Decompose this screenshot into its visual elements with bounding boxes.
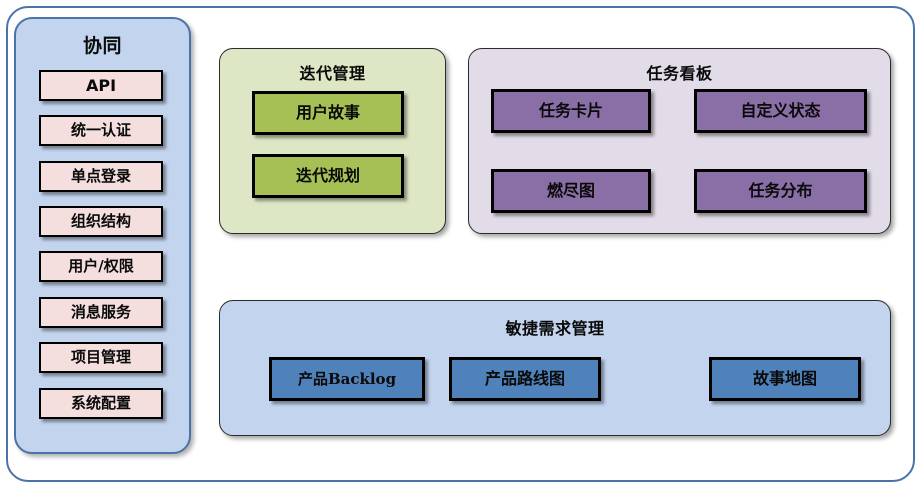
node-project-management[interactable]: 项目管理 (39, 342, 163, 373)
node-org-structure[interactable]: 组织结构 (39, 206, 163, 237)
group-collaboration-title: 协同 (82, 35, 122, 57)
group-collaboration: 协同 API 统一认证 单点登录 组织结构 用户/权限 消息服务 项目管理 系统… (14, 17, 191, 454)
group-iteration-management: 迭代管理 用户故事 迭代规划 (219, 48, 446, 234)
node-api[interactable]: API (39, 70, 163, 101)
node-iteration-planning[interactable]: 迭代规划 (252, 154, 404, 198)
node-custom-status[interactable]: 自定义状态 (694, 89, 867, 133)
node-user-story[interactable]: 用户故事 (252, 91, 404, 135)
node-burndown-chart[interactable]: 燃尽图 (491, 169, 651, 213)
group-task-board-title: 任务看板 (646, 64, 713, 83)
node-single-sign-on[interactable]: 单点登录 (39, 161, 163, 192)
node-story-map[interactable]: 故事地图 (709, 357, 861, 401)
node-unified-auth[interactable]: 统一认证 (39, 115, 163, 146)
node-product-backlog[interactable]: 产品Backlog (269, 357, 425, 401)
outer-frame (6, 6, 915, 482)
node-task-distribution[interactable]: 任务分布 (694, 169, 867, 213)
node-message-service[interactable]: 消息服务 (39, 297, 163, 328)
group-iteration-management-title: 迭代管理 (299, 64, 366, 83)
group-task-board: 任务看板 任务卡片 自定义状态 燃尽图 任务分布 (468, 48, 891, 234)
node-product-roadmap[interactable]: 产品路线图 (449, 357, 601, 401)
node-user-permission[interactable]: 用户/权限 (39, 251, 163, 282)
node-task-card[interactable]: 任务卡片 (491, 89, 651, 133)
group-agile-requirement-title: 敏捷需求管理 (505, 319, 605, 338)
group-agile-requirement: 敏捷需求管理 产品Backlog 产品路线图 故事地图 (219, 300, 891, 436)
node-system-config[interactable]: 系统配置 (39, 388, 163, 419)
